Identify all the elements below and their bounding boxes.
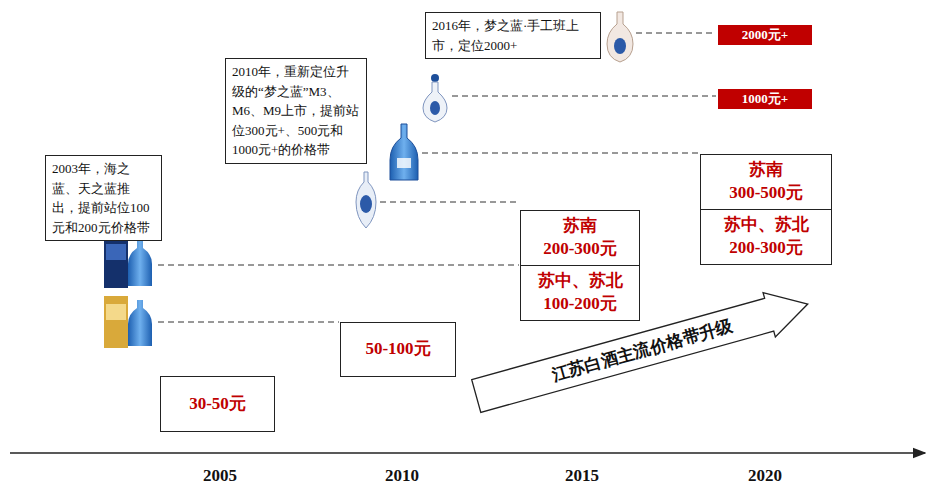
bottle-icon [423, 74, 447, 122]
year-label: 2015 [565, 466, 599, 486]
year-label: 2010 [385, 466, 419, 486]
price-text: 200-300元 [525, 238, 635, 261]
note-text: 2016年，梦之蓝·手工班上市，定位2000+ [432, 16, 594, 55]
price-text: 30-50元 [165, 393, 270, 416]
time-axis [10, 452, 925, 454]
price-box: 苏南200-300元 [520, 210, 640, 266]
price-tag: 1000元+ [718, 89, 812, 109]
year-label: 2020 [748, 466, 782, 486]
price-text: 苏南 [705, 159, 827, 182]
price-text: 300-500元 [705, 182, 827, 205]
price-box: 50-100元 [340, 322, 456, 377]
price-box: 苏中、苏北200-300元 [700, 209, 832, 265]
price-text: 2000元+ [722, 26, 808, 44]
price-text: 200-300元 [705, 237, 827, 260]
note-box: 2016年，梦之蓝·手工班上市，定位2000+ [425, 12, 601, 59]
price-text: 50-100元 [345, 338, 451, 361]
bottle-icon [104, 236, 152, 288]
price-text: 苏南 [525, 215, 635, 238]
note-box: 2003年，海之蓝、天之蓝推出，提前站位100元和200元价格带 [45, 155, 162, 241]
note-text: 2003年，海之蓝、天之蓝推出，提前站位100元和200元价格带 [52, 159, 155, 237]
bottle-icon [390, 124, 418, 180]
year-label: 2005 [203, 466, 237, 486]
price-box: 苏南300-500元 [700, 154, 832, 210]
price-text: 100-200元 [525, 293, 635, 316]
note-box: 2010年，重新定位升级的“梦之蓝”M3、M6、M9上市，提前站位300元+、5… [225, 58, 367, 164]
note-text: 2010年，重新定位升级的“梦之蓝”M3、M6、M9上市，提前站位300元+、5… [232, 62, 360, 160]
bottle-icon [607, 12, 633, 62]
price-text: 苏中、苏北 [525, 270, 635, 293]
arrow-outline [470, 282, 814, 418]
price-text: 苏中、苏北 [705, 214, 827, 237]
price-box: 30-50元 [160, 376, 275, 432]
price-text: 1000元+ [722, 90, 808, 108]
leader-lines [158, 33, 716, 322]
bottle-icon [104, 296, 152, 348]
price-tag: 2000元+ [718, 25, 812, 45]
price-box: 苏中、苏北100-200元 [520, 265, 640, 321]
bottle-icon [356, 172, 376, 228]
